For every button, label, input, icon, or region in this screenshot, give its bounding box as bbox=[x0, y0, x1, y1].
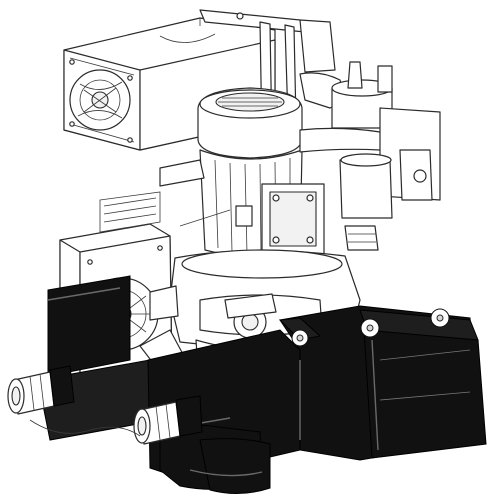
black-base bbox=[37, 275, 487, 494]
hose-connector-left bbox=[7, 365, 75, 415]
upper-fan-housing bbox=[63, 17, 276, 151]
cable bbox=[29, 419, 141, 437]
motor bbox=[197, 87, 325, 257]
valve-assembly bbox=[159, 61, 441, 251]
